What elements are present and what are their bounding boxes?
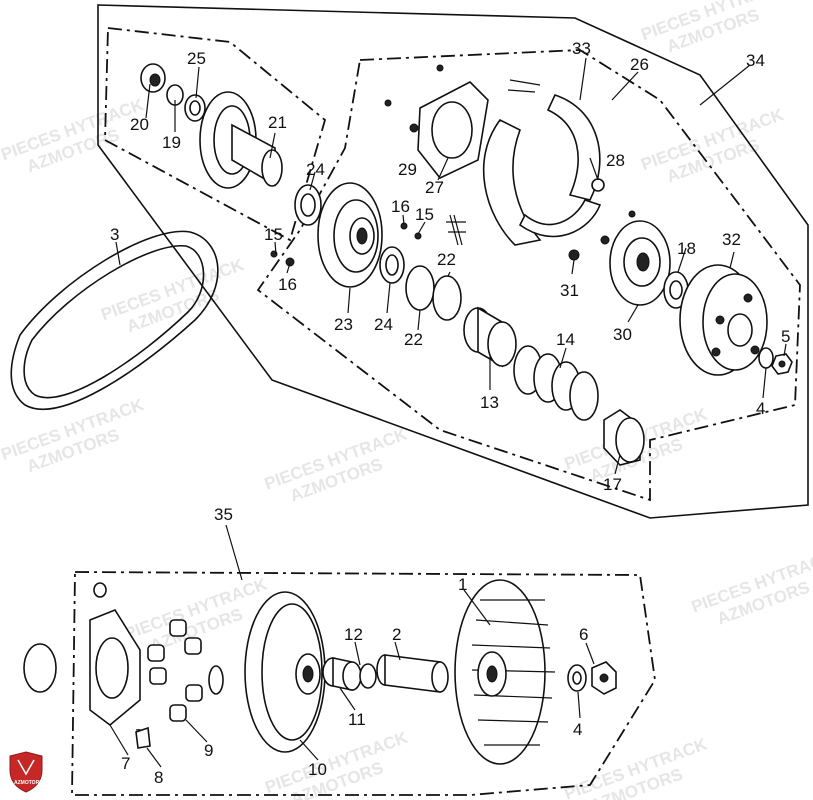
oil-seal-part-24-lower [379, 246, 405, 284]
part-label: 16 [278, 275, 297, 294]
part-label: 15 [415, 205, 434, 224]
clutch-bell-part-32 [679, 264, 768, 376]
clutch-plate-part-27 [384, 64, 489, 179]
part-label: 8 [154, 768, 163, 787]
ramp-plate-part-7 [23, 582, 141, 727]
nut-part-28 [591, 178, 605, 192]
part-label: 34 [746, 51, 765, 70]
part-label: 11 [348, 710, 366, 729]
part-label: 4 [573, 720, 582, 739]
part-label: 15 [264, 225, 283, 244]
part-label: 19 [162, 133, 181, 152]
sleeve-part-13 [463, 306, 517, 368]
part-label: 23 [334, 315, 353, 334]
variator-part-10 [244, 591, 326, 753]
part-label: 25 [187, 49, 206, 68]
nut-part-5 [771, 353, 793, 375]
part-label: 1 [458, 575, 467, 594]
part-label: 22 [404, 330, 423, 349]
part-label: 12 [344, 625, 363, 644]
part-label: 29 [398, 160, 417, 179]
bushing-part-11 [322, 657, 362, 691]
washer-part-12 [359, 663, 377, 689]
bushing-part-20 [140, 63, 166, 93]
part-label: 2 [392, 625, 401, 644]
spring-part-14 [513, 345, 599, 421]
clutch-shoe-part-33 [482, 79, 602, 246]
washer-part-4-upper [758, 347, 774, 369]
part-label: 33 [572, 39, 591, 58]
brand-logo-text: AZMOTORS [14, 780, 43, 786]
part-label: 16 [391, 197, 410, 216]
part-label: 18 [677, 239, 696, 258]
part-label: 30 [613, 325, 632, 344]
roller-weights-part-9 [135, 619, 224, 745]
part-label: 35 [214, 505, 233, 524]
part-label: 24 [306, 160, 325, 179]
part-number-labels: 1 2 3 4 4 5 6 7 8 9 10 11 12 13 14 15 15… [110, 39, 790, 787]
part-label: 24 [374, 315, 393, 334]
part-label: 7 [121, 754, 130, 773]
fan-pulley-part-1 [454, 579, 556, 765]
drive-belt [10, 230, 219, 410]
part-label: 10 [308, 760, 327, 779]
clutch-carrier-part-30 [600, 210, 671, 306]
o-ring-part-22-a [405, 265, 435, 311]
part-label: 32 [722, 230, 741, 249]
collar-part-17 [603, 409, 645, 466]
part-label: 6 [579, 625, 588, 644]
part-label: 20 [130, 115, 149, 134]
brand-logo: AZMOTORS [9, 751, 43, 793]
part-label: 14 [556, 330, 575, 349]
part-label: 31 [560, 281, 579, 300]
part-label: 4 [756, 399, 765, 418]
variator-assembly-frame [71, 571, 656, 796]
part-label: 17 [603, 475, 622, 494]
part-label: 13 [480, 393, 499, 412]
seal-part-25 [184, 94, 206, 122]
drive-face-subframe [104, 26, 327, 242]
o-ring-part-22-b [432, 275, 462, 321]
nut-part-6 [591, 661, 617, 695]
collar-part-2 [376, 654, 449, 693]
part-label: 9 [204, 741, 213, 760]
part-label: 3 [110, 225, 119, 244]
clutch-assembly-outer-frame [97, 4, 809, 519]
part-label: 5 [781, 327, 790, 346]
spring-part-16 [446, 214, 466, 246]
part-label: 21 [268, 113, 287, 132]
part-label: 26 [630, 55, 649, 74]
oil-seal-part-24-upper [294, 184, 322, 226]
guide-pin-part-15-16 [270, 222, 422, 267]
slider-part-8 [135, 726, 151, 749]
part-label: 22 [437, 250, 456, 269]
part-label: 27 [425, 178, 444, 197]
sliding-driven-face-part-23 [317, 182, 383, 288]
part-label: 28 [606, 151, 625, 170]
nut-part-31 [568, 249, 580, 261]
leader-lines [109, 57, 787, 768]
driven-face-part-21 [199, 91, 283, 189]
washer-part-4-lower [567, 664, 587, 692]
